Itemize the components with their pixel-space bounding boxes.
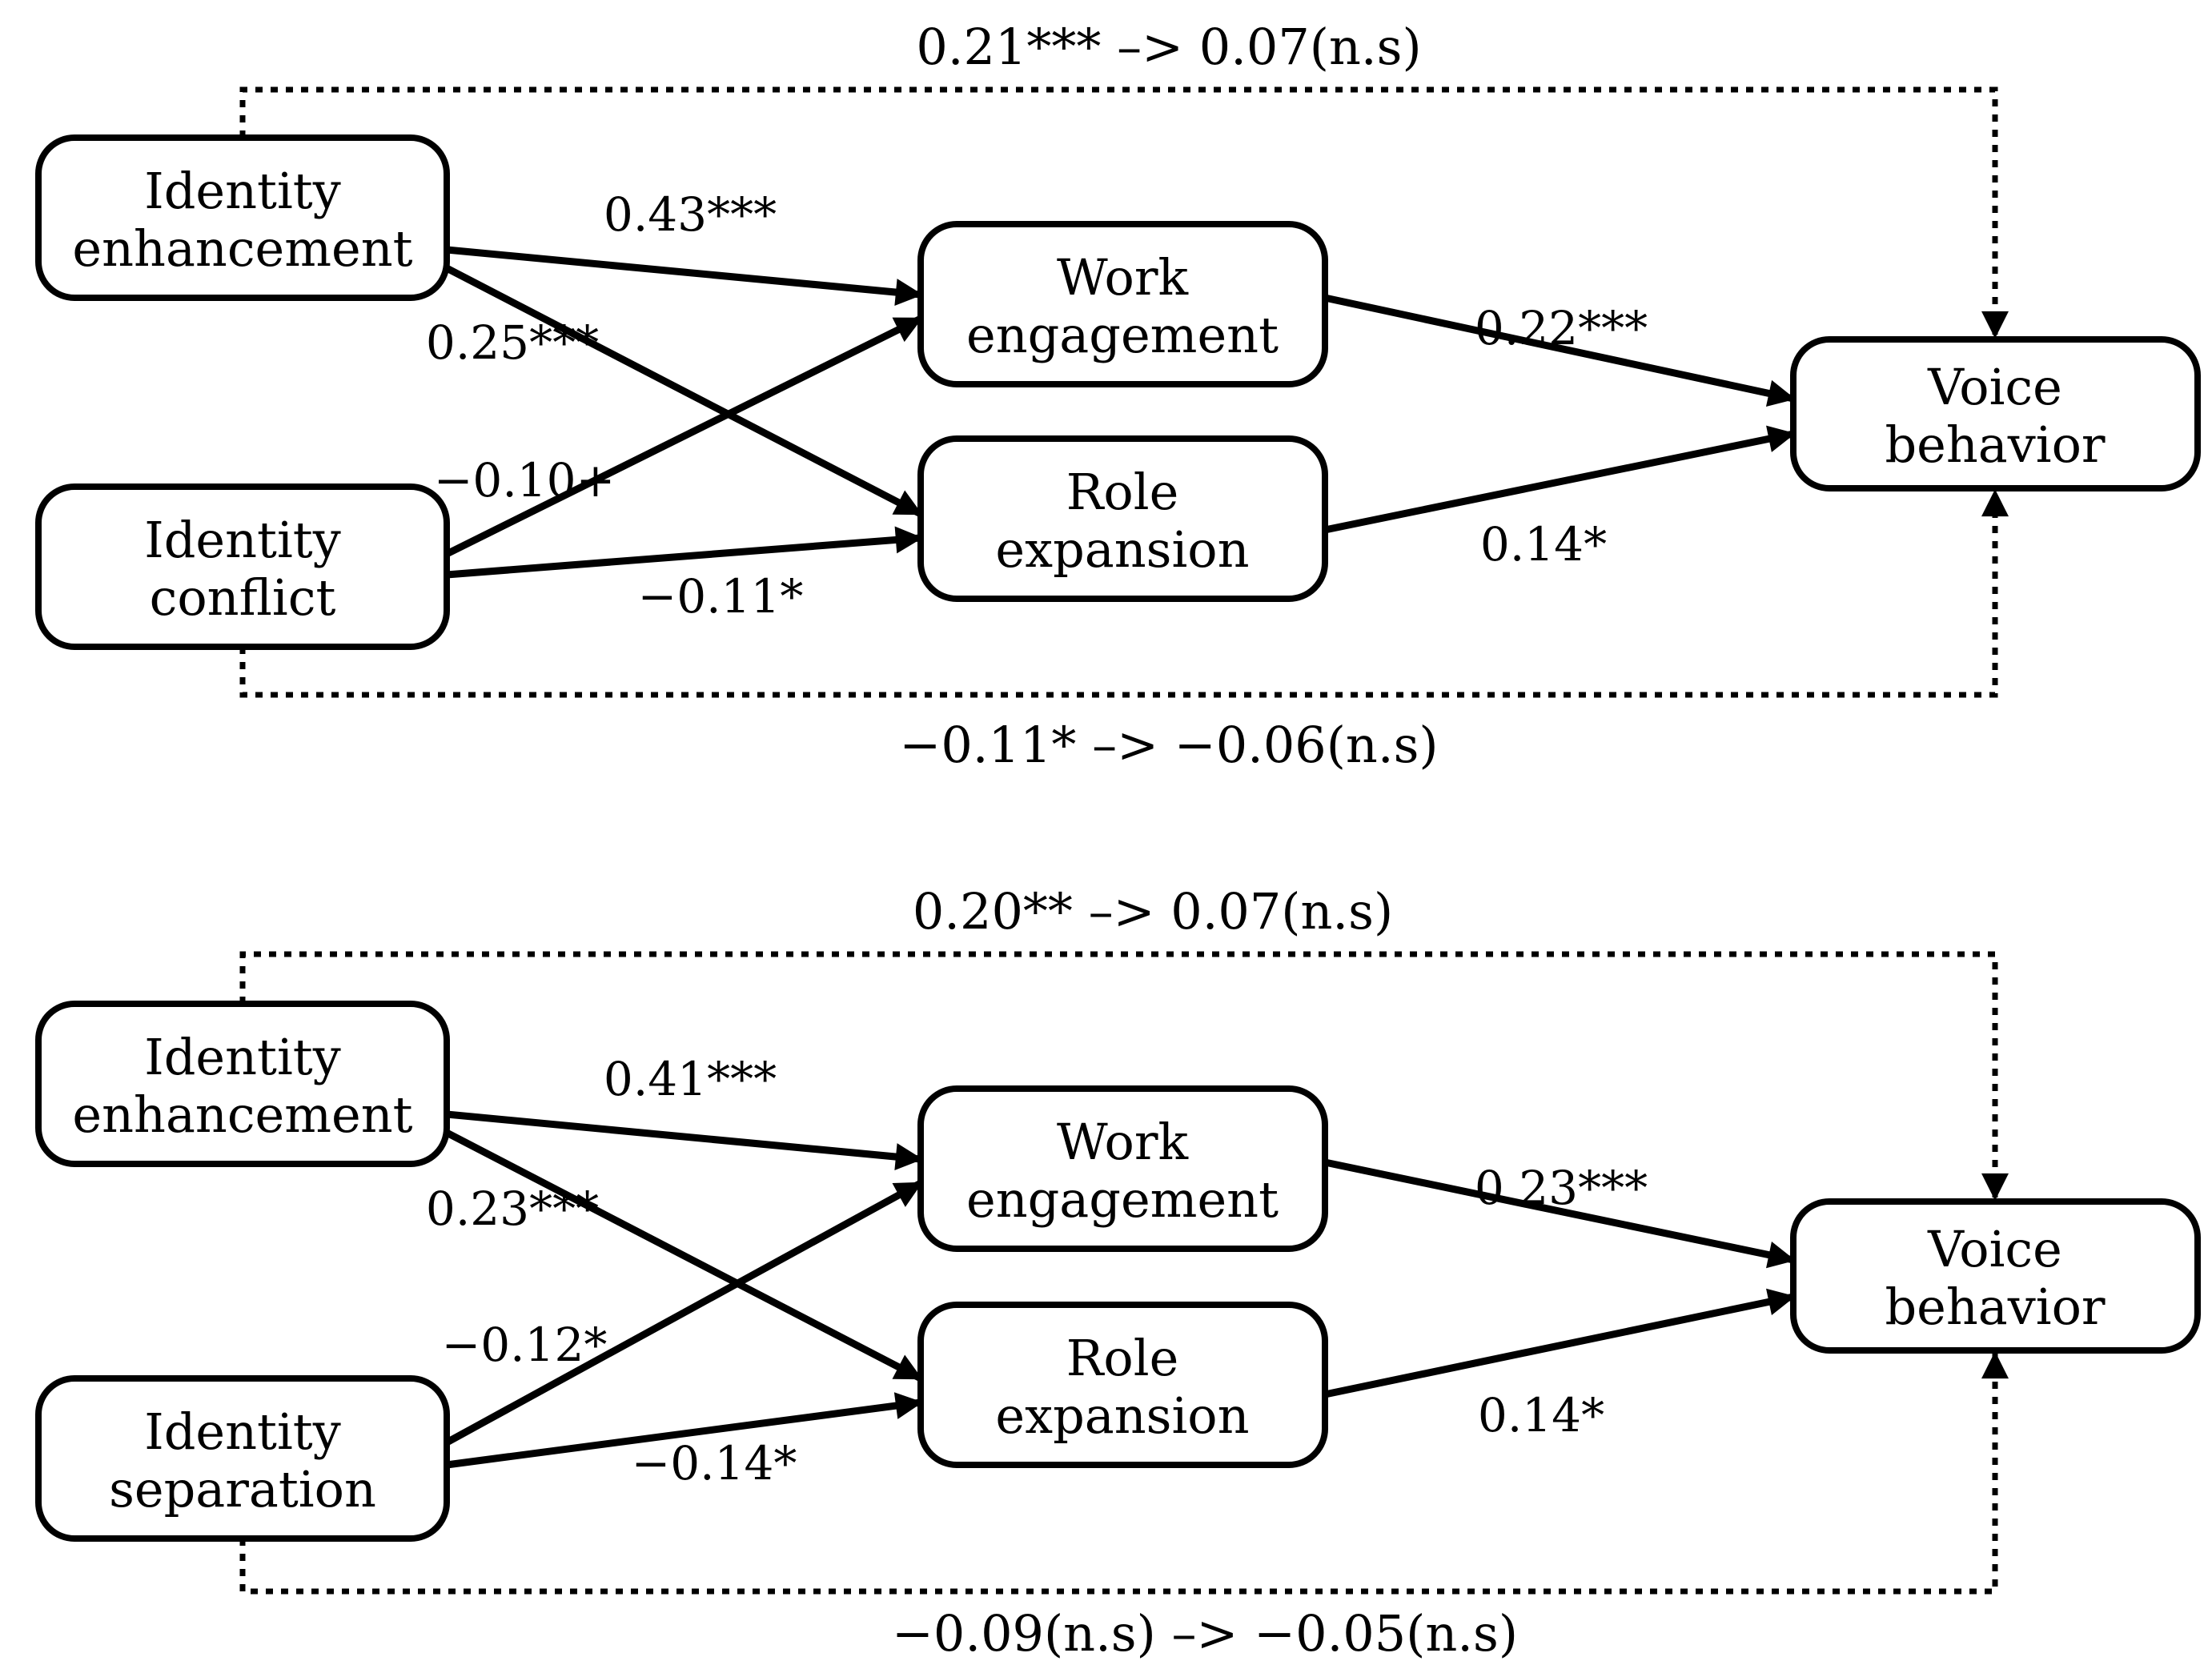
arrow-enhancement-to-engagement [446, 1110, 923, 1170]
coefficient-label: 0.14* [1478, 1388, 1604, 1442]
coefficient-label: 0.23*** [426, 1182, 599, 1236]
coefficient-label: −0.14* [632, 1436, 797, 1490]
coefficient-label: 0.14* [1480, 517, 1607, 572]
node-work-engagement: Work engagement [917, 221, 1328, 387]
panel-identity-separation-model: 0.20** –> 0.07(n.s) −0.09(n.s) –> −0.05(… [35, 882, 2201, 1663]
node-label-line1: Identity [144, 162, 341, 220]
node-label-line1: Role [1066, 463, 1179, 521]
node-label-line1: Identity [144, 1028, 341, 1086]
node-label-line2: separation [109, 1460, 376, 1519]
node-label-line2: conflict [150, 568, 336, 627]
node-role-expansion: Role expansion [917, 435, 1328, 602]
node-label-line2: enhancement [72, 219, 412, 278]
coefficient-label: −0.12* [442, 1318, 608, 1372]
node-label-line2: engagement [966, 306, 1279, 364]
total-effect-bottom-label: −0.09(n.s) –> −0.05(n.s) [892, 1604, 1518, 1663]
node-label-line2: expansion [995, 1386, 1249, 1445]
total-effect-top-label: 0.20** –> 0.07(n.s) [913, 882, 1393, 941]
node-box [917, 1085, 1328, 1252]
node-label-line1: Voice [1927, 1220, 2062, 1278]
node-box [35, 483, 450, 650]
coefficient-label: 0.23*** [1475, 1161, 1648, 1215]
arrow-expansion-to-voice [1324, 1288, 1796, 1398]
node-role-expansion: Role expansion [917, 1302, 1328, 1468]
node-label-line1: Work [1057, 1113, 1188, 1171]
arrow-separation-to-engagement [444, 1180, 923, 1446]
node-label-line2: expansion [995, 520, 1249, 579]
node-identity-enhancement: Identity enhancement [35, 1001, 450, 1167]
node-label-line2: engagement [966, 1170, 1279, 1229]
node-identity-separation: Identity separation [35, 1375, 450, 1542]
coefficient-label: −0.10+ [434, 453, 615, 508]
total-effect-top-label: 0.21*** –> 0.07(n.s) [916, 18, 1421, 76]
node-box [35, 1375, 450, 1542]
node-box [1790, 336, 2201, 491]
dotted-total-effect-bottom-arrow [239, 1351, 2009, 1595]
dotted-total-effect-bottom-arrow [239, 489, 2009, 698]
node-box [1790, 1198, 2201, 1354]
arrow-enhancement-to-expansion [444, 1129, 923, 1382]
node-label-line1: Work [1057, 248, 1188, 307]
node-box [917, 221, 1328, 387]
total-effect-bottom-label: −0.11* –> −0.06(n.s) [899, 716, 1438, 774]
arrow-enhancement-to-expansion [444, 265, 923, 517]
node-box [35, 1001, 450, 1167]
node-box [35, 134, 450, 301]
arrow-conflict-to-engagement [444, 315, 923, 558]
node-label-line1: Voice [1927, 358, 2062, 416]
node-voice-behavior: Voice behavior [1790, 336, 2201, 491]
arrow-engagement-to-voice [1324, 1158, 1796, 1269]
node-label-line2: enhancement [72, 1085, 412, 1144]
arrow-engagement-to-voice [1324, 294, 1796, 407]
dotted-total-effect-top-arrow [239, 86, 2009, 339]
node-identity-enhancement: Identity enhancement [35, 134, 450, 301]
arrow-enhancement-to-engagement [446, 246, 923, 306]
node-label-line1: Role [1066, 1329, 1179, 1387]
node-identity-conflict: Identity conflict [35, 483, 450, 650]
panel-identity-conflict-model: 0.21*** –> 0.07(n.s) −0.11* –> −0.06(n.s… [35, 18, 2201, 774]
arrow-expansion-to-voice [1324, 425, 1796, 534]
node-label-line2: behavior [1885, 415, 2105, 474]
node-work-engagement: Work engagement [917, 1085, 1328, 1252]
arrow-separation-to-expansion [446, 1392, 923, 1469]
coefficient-label: 0.43*** [604, 187, 777, 242]
coefficient-label: 0.22*** [1475, 301, 1648, 355]
node-label-line2: behavior [1885, 1278, 2105, 1336]
node-label-line1: Identity [144, 1402, 341, 1461]
node-label-line1: Identity [144, 511, 341, 569]
node-box [917, 1302, 1328, 1468]
coefficient-label: −0.11* [638, 569, 804, 624]
node-voice-behavior: Voice behavior [1790, 1198, 2201, 1354]
coefficient-label: 0.25*** [426, 315, 599, 370]
node-box [917, 435, 1328, 602]
arrow-conflict-to-expansion [446, 526, 923, 579]
coefficient-label: 0.41*** [604, 1052, 777, 1106]
